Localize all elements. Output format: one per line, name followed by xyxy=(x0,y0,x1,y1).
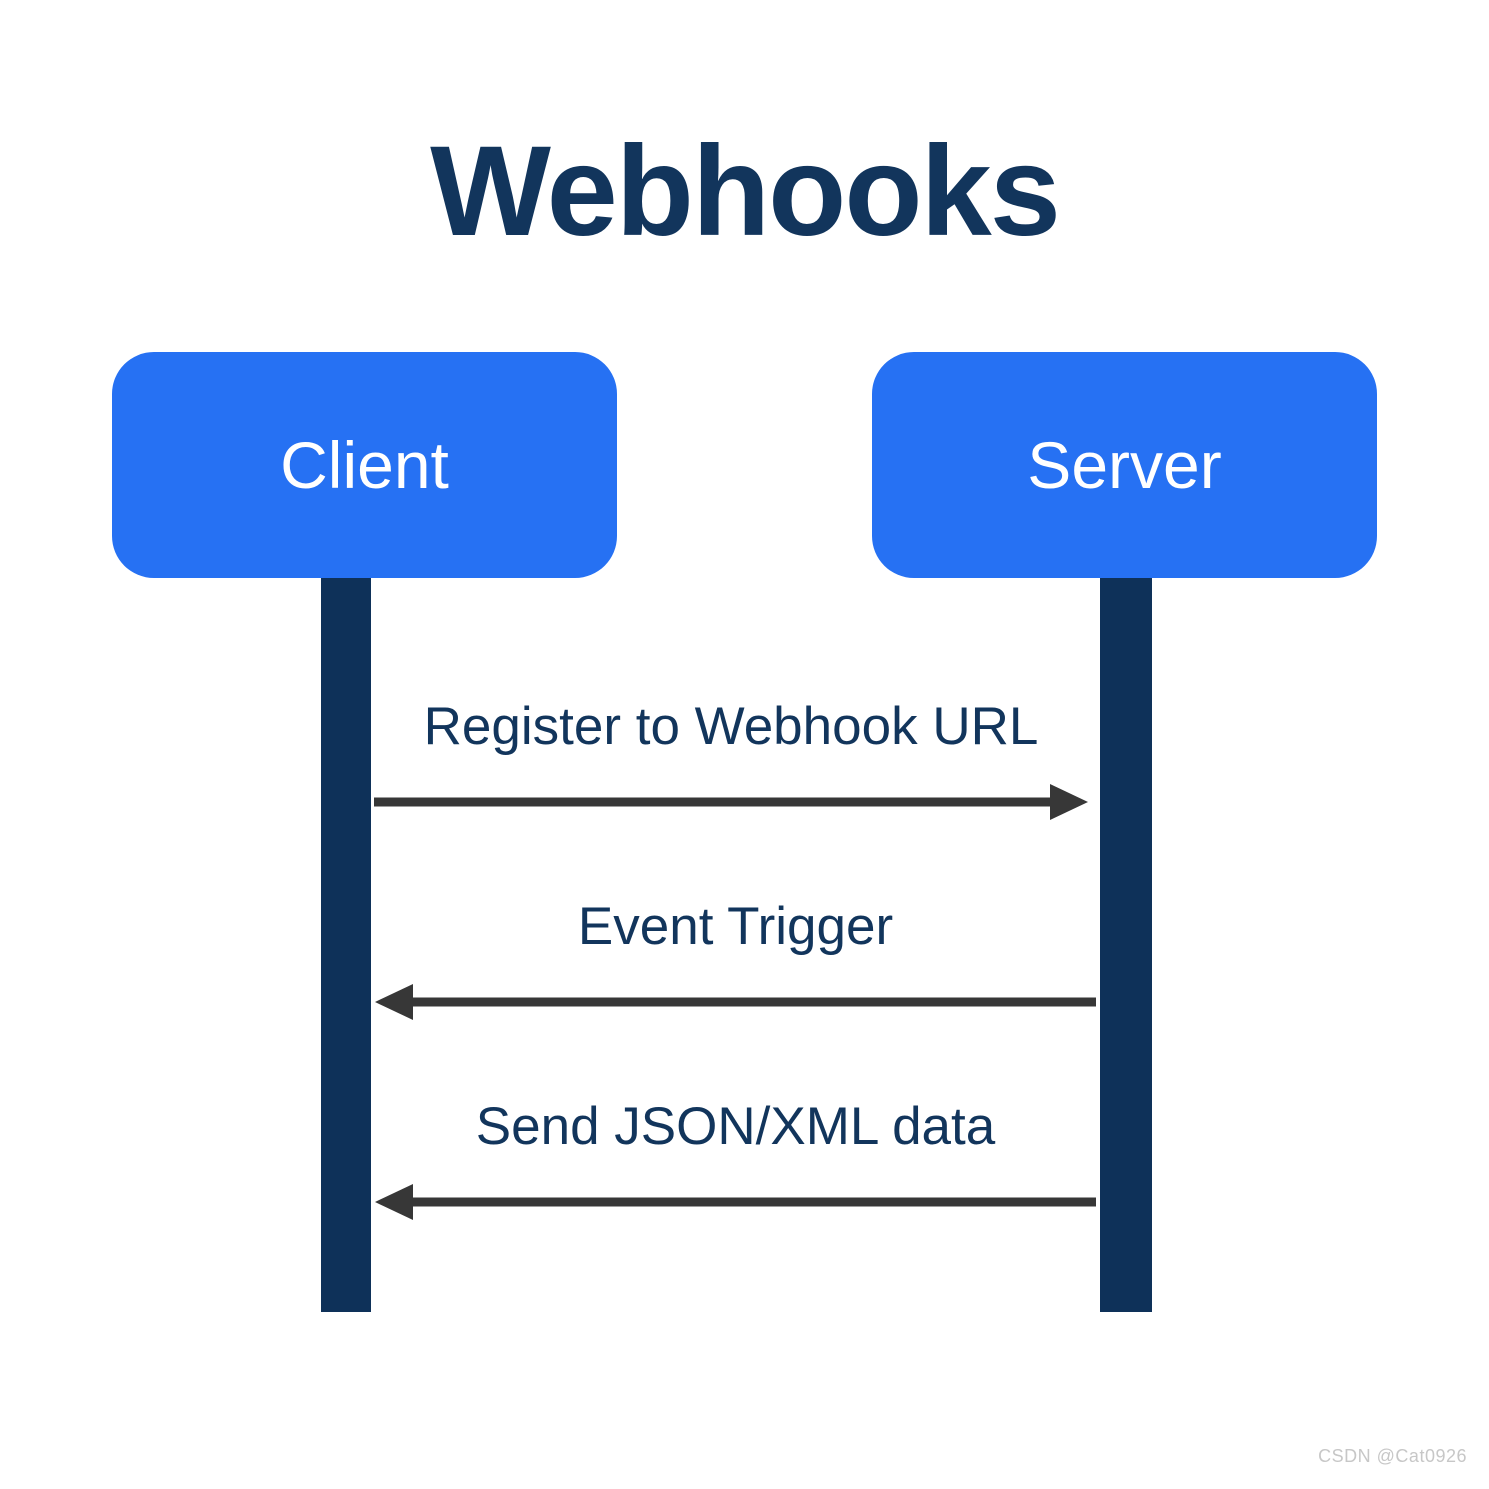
message-register-to-webhook-url: Register to Webhook URL xyxy=(374,700,1088,820)
message-label-event: Event Trigger xyxy=(577,897,894,956)
lifeline-server xyxy=(1100,578,1152,1312)
message-send-json-xml-data: Send JSON/XML data xyxy=(375,1100,1096,1220)
page-title: Webhooks xyxy=(430,120,1061,263)
message-label-senddata: Send JSON/XML data xyxy=(475,1097,996,1156)
arrow-left-icon-senddata xyxy=(375,1184,1096,1220)
message-event-trigger: Event Trigger xyxy=(375,900,1096,1020)
participant-label-server: Server xyxy=(1027,428,1222,502)
participant-box-client[interactable]: Client xyxy=(112,352,617,578)
participant-box-server[interactable]: Server xyxy=(872,352,1377,578)
participant-label-client: Client xyxy=(280,428,449,502)
lifeline-client xyxy=(321,578,371,1312)
watermark: CSDN @Cat0926 xyxy=(1318,1446,1467,1466)
arrow-left-icon-event xyxy=(375,984,1096,1020)
arrow-right-icon-register xyxy=(374,784,1088,820)
message-label-register: Register to Webhook URL xyxy=(423,697,1039,756)
